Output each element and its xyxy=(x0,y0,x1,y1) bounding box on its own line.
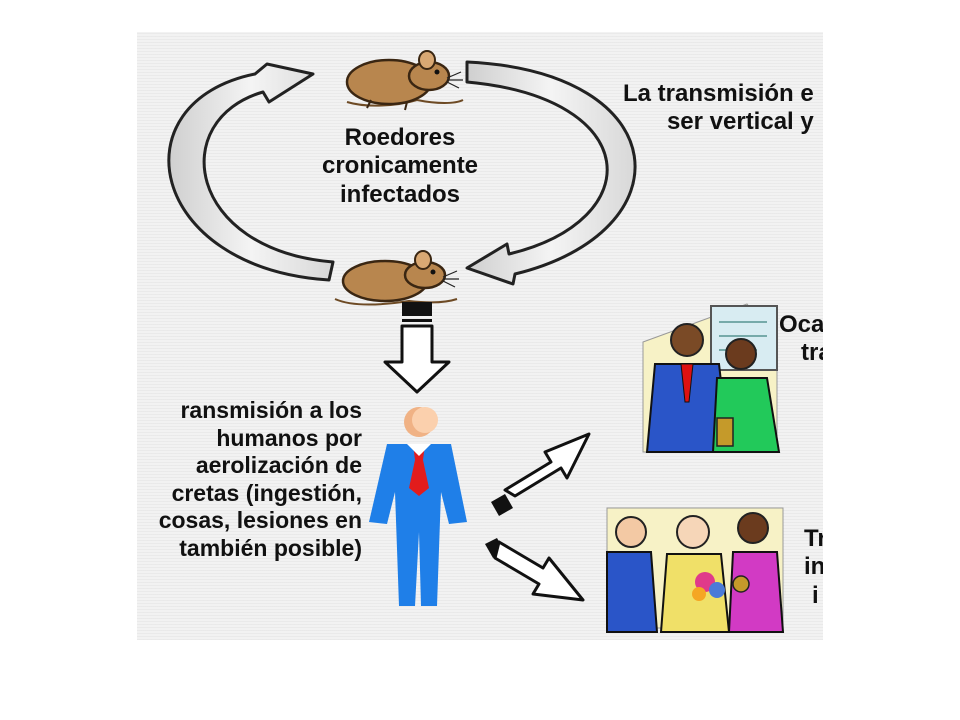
label-transmision-vertical: La transmisión e ser vertical y xyxy=(623,80,814,136)
diagonal-arrow-lower-icon xyxy=(485,538,585,602)
label-roedores-cronicamente-infectados: Roedores cronicamente infectados xyxy=(321,124,479,208)
group-clipart-icon xyxy=(606,507,785,633)
diagonal-arrow-upper-icon xyxy=(491,432,591,516)
label-transmision-a-humanos: ransmisión a los humanos por aerolizació… xyxy=(158,397,362,561)
label-ocupacional: Oca tra xyxy=(779,311,823,367)
cycle-arrow-right-icon xyxy=(465,60,637,286)
rodent-top-icon xyxy=(345,50,464,111)
cycle-arrow-left-icon xyxy=(167,62,335,282)
label-transmision-interhumana: Tr in i xyxy=(804,525,823,609)
workers-clipart-icon xyxy=(642,303,781,453)
diagram-slide: Roedores cronicamente infectados La tran… xyxy=(137,32,823,640)
person-icon xyxy=(369,407,467,606)
diagram-artwork xyxy=(167,50,785,633)
rodent-bottom-icon xyxy=(334,250,459,306)
down-arrow-icon xyxy=(383,302,451,394)
